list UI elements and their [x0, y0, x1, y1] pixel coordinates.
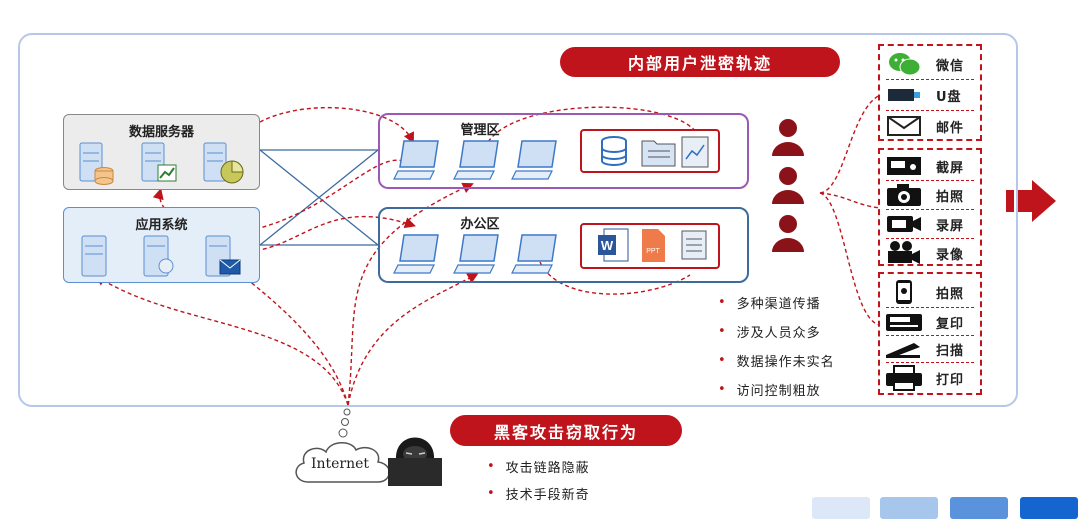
data-server-label: 数据服务器 [128, 125, 194, 140]
channel-phone-photo: 拍照 [880, 277, 980, 307]
mail-icon [887, 116, 921, 136]
management-data-icons [601, 136, 709, 168]
folder-icon [641, 140, 676, 167]
internal-leak-title: 内部用户泄密轨迹 [560, 47, 840, 77]
channel-scan: 扫描 [880, 334, 980, 364]
app-server-icon [81, 235, 107, 277]
management-computers [393, 140, 557, 180]
management-data-box [580, 129, 720, 173]
channel-copy: 复印 [880, 307, 980, 337]
management-zone: 管理区 [378, 113, 749, 189]
color-bar-light [880, 497, 938, 519]
internal-users [772, 119, 804, 252]
usb-drive-icon [888, 89, 920, 101]
channel-photo: 拍照 [880, 180, 980, 210]
mail-server-icon [205, 235, 241, 277]
word-document-icon: W [598, 228, 629, 262]
internal-bullet-list: •多种渠道传播 •涉及人员众多 •数据操作未实名 •访问控制粗放 [718, 288, 835, 404]
chart-server-icon [141, 142, 177, 182]
internet-label: Internet [310, 456, 370, 472]
printer-icon [886, 365, 922, 391]
copier-icon [886, 314, 922, 331]
color-bar-lightest [812, 497, 870, 519]
internet-cloud-icon [295, 442, 390, 483]
leak-out-arrow-icon [1006, 180, 1056, 222]
office-zone: 办公区 W PPT [378, 207, 749, 283]
database-icon [601, 136, 627, 166]
office-document-icons: W PPT [598, 228, 707, 262]
channel-group-capture: 截屏 拍照 录屏 录像 [878, 148, 982, 266]
hacker-bullet: •攻击链路隐蔽 [487, 459, 590, 476]
color-bar-medium [950, 497, 1008, 519]
data-server-zone: 数据服务器 [63, 114, 260, 190]
svg-text:W: W [601, 238, 614, 253]
scanner-icon [886, 343, 920, 358]
video-camera-icon [888, 241, 920, 264]
hacker-bullet-list: •攻击链路隐蔽 •技术手段新奇 [487, 453, 590, 507]
app-system-zone: 应用系统 [63, 207, 260, 283]
data-server-icons [79, 142, 244, 185]
hacker-title: 黑客攻击窃取行为 [450, 415, 682, 446]
app-system-icons [81, 235, 241, 277]
app-system-label: 应用系统 [135, 218, 188, 233]
management-label: 管理区 [460, 123, 500, 138]
channel-screenshot: 截屏 [880, 151, 980, 181]
channel-mail: 邮件 [880, 111, 980, 141]
office-document-box: W PPT [580, 223, 720, 269]
internal-bullet: •涉及人员众多 [718, 324, 821, 341]
internal-bullet: •访问控制粗放 [718, 382, 821, 399]
secure-server-icon [143, 235, 174, 277]
wechat-icon [889, 53, 921, 76]
computer-icon [393, 140, 439, 180]
channel-wechat: 微信 [880, 49, 980, 79]
database-server-icon [79, 142, 114, 185]
hacker-icon [388, 437, 442, 486]
hacker-bullet: •技术手段新奇 [487, 486, 590, 503]
ppt-document-icon: PPT [642, 229, 665, 262]
channel-group-physical: 拍照 复印 扫描 打印 [878, 272, 982, 395]
office-computers [393, 234, 557, 274]
svg-text:PPT: PPT [646, 248, 660, 255]
internal-bullet: •多种渠道传播 [718, 295, 821, 312]
channel-video: 录像 [880, 238, 980, 268]
report-icon [681, 136, 709, 168]
channel-print: 打印 [880, 363, 980, 393]
channel-screen-record: 录屏 [880, 209, 980, 239]
internal-bullet: •数据操作未实名 [718, 353, 835, 370]
camera-icon [887, 184, 921, 206]
channel-group-network: 微信 U盘 邮件 [878, 44, 982, 141]
channel-usb: U盘 [880, 80, 980, 110]
scroll-document-icon [681, 230, 707, 260]
pie-server-icon [203, 142, 244, 184]
user-icon [772, 119, 804, 156]
color-bar-dark [1020, 497, 1078, 519]
phone-camera-icon [896, 280, 912, 304]
screen-record-icon [887, 216, 921, 232]
screenshot-icon [887, 157, 921, 175]
office-label: 办公区 [460, 217, 500, 232]
